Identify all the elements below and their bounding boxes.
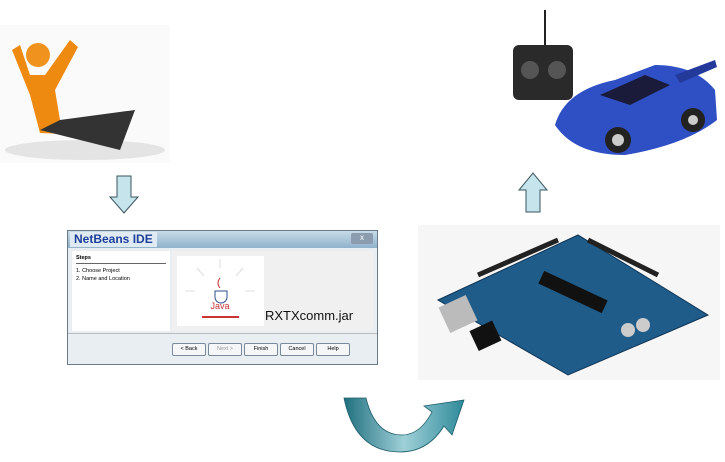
finish-button[interactable]: Finish: [244, 343, 278, 356]
step-item: 1. Choose Project: [76, 268, 120, 274]
netbeans-logo: NetBeans IDE: [70, 232, 157, 247]
step-item: 2. Name and Location: [76, 276, 130, 282]
cancel-button[interactable]: Cancel: [280, 343, 314, 356]
person-laptop-image: [0, 25, 170, 163]
arduino-board-image: [418, 225, 720, 380]
rxtx-jar-label: RXTXcomm.jar: [265, 308, 354, 323]
curved-arrow-icon: [343, 397, 465, 453]
steps-panel: Steps 1. Choose Project 2. Name and Loca…: [72, 251, 170, 331]
up-arrow-icon: [517, 172, 549, 213]
java-logo: Java: [177, 256, 264, 326]
wizard-buttons: < Back Next > Finish Cancel Help: [68, 333, 377, 364]
close-button[interactable]: x: [351, 233, 373, 244]
back-button[interactable]: < Back: [172, 343, 206, 356]
content-pane: Java RXTXcomm.jar: [172, 251, 373, 331]
next-button[interactable]: Next >: [208, 343, 242, 356]
window-titlebar: NetBeans IDE x: [68, 231, 377, 248]
steps-title: Steps: [76, 255, 166, 264]
netbeans-wizard-window: NetBeans IDE x Steps 1. Choose Project 2…: [67, 230, 378, 365]
down-arrow-icon: [108, 175, 140, 214]
help-button[interactable]: Help: [316, 343, 350, 356]
svg-text:Java: Java: [210, 301, 229, 311]
rc-car-remote-image: [513, 10, 717, 155]
